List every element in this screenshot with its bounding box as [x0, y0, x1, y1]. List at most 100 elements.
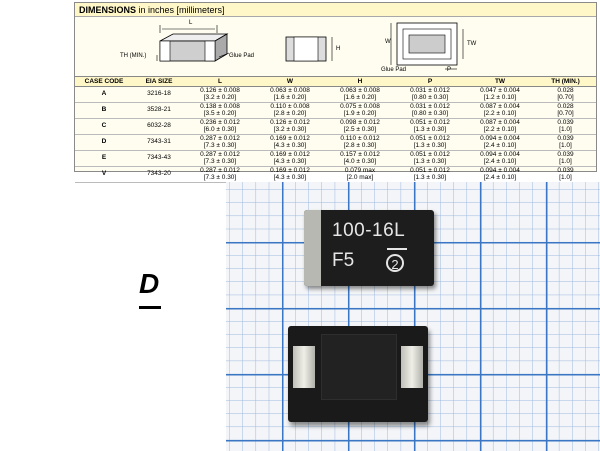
cell-value-mm: [0.80 ± 0.30]	[411, 109, 449, 117]
cell-eia: 7343-31	[133, 134, 185, 151]
cell-value-mm: [7.3 ± 0.30]	[203, 141, 237, 149]
capacitor-top-view: 100-16L F5 2	[304, 210, 434, 286]
cell-value-mm: [4.3 ± 0.30]	[273, 173, 307, 181]
cell-value: 0.087 ± 0.004	[480, 102, 520, 110]
table-row: C 6032-28 0.236 ± 0.012[6.0 ± 0.30] 0.12…	[75, 118, 596, 135]
cell-value: 0.236 ± 0.012	[200, 118, 240, 126]
cell-h: 0.075 ± 0.008[1.9 ± 0.20]	[325, 102, 395, 119]
chip-marking-line2: F5	[332, 250, 355, 271]
cell-value: 0.094 ± 0.004	[480, 150, 520, 158]
cell-value-mm: [0.70]	[557, 109, 574, 117]
cell-value: 0.039	[557, 166, 574, 174]
cell-value-mm: [1.6 ± 0.20]	[343, 93, 377, 101]
cell-case: D	[75, 134, 133, 151]
cell-value-mm: [3.2 ± 0.20]	[203, 93, 237, 101]
cell-eia: 6032-28	[133, 118, 185, 135]
cell-value-mm: [2.5 ± 0.30]	[343, 125, 377, 133]
cell-value: 0.087 ± 0.004	[480, 118, 520, 126]
cell-value-mm: [2.2 ± 0.10]	[483, 125, 517, 133]
cell-case: A	[75, 86, 133, 103]
chip-marking-circle: 2	[386, 254, 404, 272]
cell-value-mm: [3.5 ± 0.20]	[203, 109, 237, 117]
cell-value-mm: [2.8 ± 0.30]	[343, 141, 377, 149]
diagram-label-tw: TW	[467, 41, 477, 47]
chip-marking-bar	[387, 248, 407, 250]
cell-value: 0.051 ± 0.012	[410, 166, 450, 174]
cell-value: 0.094 ± 0.004	[480, 166, 520, 174]
cell-case: E	[75, 150, 133, 167]
dimensions-title: DIMENSIONS	[79, 5, 137, 15]
component-photo: 100-16L F5 2	[226, 182, 600, 451]
capacitor-bottom-view	[288, 326, 428, 422]
diagram-bottom-view: W TW Glue Pad P	[375, 17, 485, 75]
cell-value-mm: [2.0 max]	[346, 173, 374, 181]
cell-value-mm: [2.2 ± 0.10]	[483, 109, 517, 117]
cell-value-mm: [2.4 ± 0.10]	[483, 157, 517, 165]
cell-h: 0.063 ± 0.008[1.6 ± 0.20]	[325, 86, 395, 103]
cell-eia: 3528-21	[133, 102, 185, 119]
cell-l: 0.287 ± 0.012[7.3 ± 0.30]	[185, 134, 255, 151]
col-header: TH (MIN.)	[535, 76, 596, 87]
cell-l: 0.126 ± 0.008[3.2 ± 0.20]	[185, 86, 255, 103]
cell-w: 0.169 ± 0.012[4.3 ± 0.30]	[255, 134, 325, 151]
cell-p: 0.031 ± 0.012[0.80 ± 0.30]	[395, 102, 465, 119]
cell-value: 0.051 ± 0.012	[410, 150, 450, 158]
cell-value-mm: [7.3 ± 0.30]	[203, 173, 237, 181]
cell-tw: 0.087 ± 0.004[2.2 ± 0.10]	[465, 118, 535, 135]
cell-eia: 7343-43	[133, 150, 185, 167]
cell-tw: 0.094 ± 0.004[2.4 ± 0.10]	[465, 166, 535, 183]
cell-h: 0.157 ± 0.012[4.0 ± 0.30]	[325, 150, 395, 167]
cell-w: 0.169 ± 0.012[4.3 ± 0.30]	[255, 150, 325, 167]
table-row: V 7343-20 0.287 ± 0.012[7.3 ± 0.30] 0.16…	[75, 166, 596, 183]
diagram-label-h: H	[336, 46, 341, 52]
cell-eia: 3216-18	[133, 86, 185, 103]
case-code-underline	[139, 306, 161, 309]
table-header-row: CASE CODE EIA SIZE L W H P TW TH (MIN.)	[75, 76, 596, 87]
cell-value: 0.098 ± 0.012	[340, 118, 380, 126]
cell-tw: 0.087 ± 0.004[2.2 ± 0.10]	[465, 102, 535, 119]
table-row: E 7343-43 0.287 ± 0.012[7.3 ± 0.30] 0.16…	[75, 150, 596, 167]
cell-l: 0.287 ± 0.012[7.3 ± 0.30]	[185, 150, 255, 167]
cell-p: 0.031 ± 0.012[0.80 ± 0.30]	[395, 86, 465, 103]
bottom-view-drawing	[390, 22, 464, 70]
cell-value-mm: [1.9 ± 0.20]	[343, 109, 377, 117]
cell-value-mm: [1.0]	[559, 141, 572, 149]
terminal-pad-right	[401, 346, 423, 388]
cell-value-mm: [2.4 ± 0.10]	[483, 141, 517, 149]
cell-value-mm: [1.3 ± 0.30]	[413, 173, 447, 181]
cell-l: 0.287 ± 0.012[7.3 ± 0.30]	[185, 166, 255, 183]
cell-value: 0.169 ± 0.012	[270, 134, 310, 142]
cell-value-mm: [0.70]	[557, 93, 574, 101]
cell-value-mm: [1.3 ± 0.30]	[413, 157, 447, 165]
cell-value-mm: [1.0]	[559, 125, 572, 133]
cell-value: 0.051 ± 0.012	[410, 134, 450, 142]
cell-value: 0.051 ± 0.012	[410, 118, 450, 126]
col-header: TW	[465, 76, 535, 87]
table-row: B 3528-21 0.138 ± 0.008[3.5 ± 0.20] 0.11…	[75, 102, 596, 119]
cell-value: 0.287 ± 0.012	[200, 150, 240, 158]
cell-h: 0.079 max[2.0 max]	[325, 166, 395, 183]
cell-value-mm: [1.3 ± 0.30]	[413, 141, 447, 149]
cell-value: 0.126 ± 0.012	[270, 118, 310, 126]
cell-value: 0.157 ± 0.012	[340, 150, 380, 158]
cell-th: 0.039[1.0]	[535, 166, 596, 183]
cell-value: 0.031 ± 0.012	[410, 86, 450, 94]
cell-th: 0.039[1.0]	[535, 134, 596, 151]
cell-value: 0.047 ± 0.004	[480, 86, 520, 94]
cell-value-mm: [1.6 ± 0.20]	[273, 93, 307, 101]
cell-value: 0.110 ± 0.008	[270, 102, 310, 110]
col-header: CASE CODE	[75, 76, 133, 87]
cell-case: B	[75, 102, 133, 119]
cell-value: 0.169 ± 0.012	[270, 166, 310, 174]
cell-w: 0.126 ± 0.012[3.2 ± 0.30]	[255, 118, 325, 135]
diagram-label-th: TH (MIN.)	[120, 53, 147, 59]
cell-value: 0.287 ± 0.012	[200, 166, 240, 174]
cell-value-mm: [0.80 ± 0.30]	[411, 93, 449, 101]
cell-w: 0.110 ± 0.008[2.8 ± 0.20]	[255, 102, 325, 119]
cell-th: 0.039[1.0]	[535, 118, 596, 135]
terminal-pad-left	[293, 346, 315, 388]
cell-value: 0.039	[557, 118, 574, 126]
cell-w: 0.169 ± 0.012[4.3 ± 0.30]	[255, 166, 325, 183]
col-header: P	[395, 76, 465, 87]
cell-value: 0.028	[557, 102, 574, 110]
